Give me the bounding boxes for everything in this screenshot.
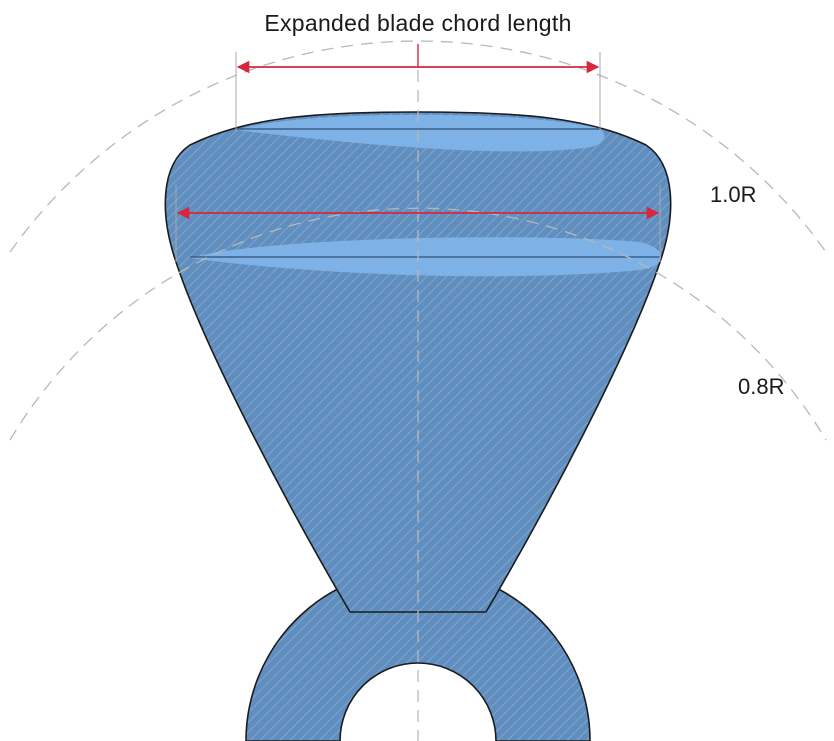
airfoil-section-tip [236, 114, 605, 152]
radius-label-0-8r: 0.8R [738, 374, 784, 399]
circle-1-0r [9, 40, 827, 253]
chord-label: Expanded blade chord length [264, 10, 571, 36]
radius-label-1-0r: 1.0R [710, 182, 756, 207]
